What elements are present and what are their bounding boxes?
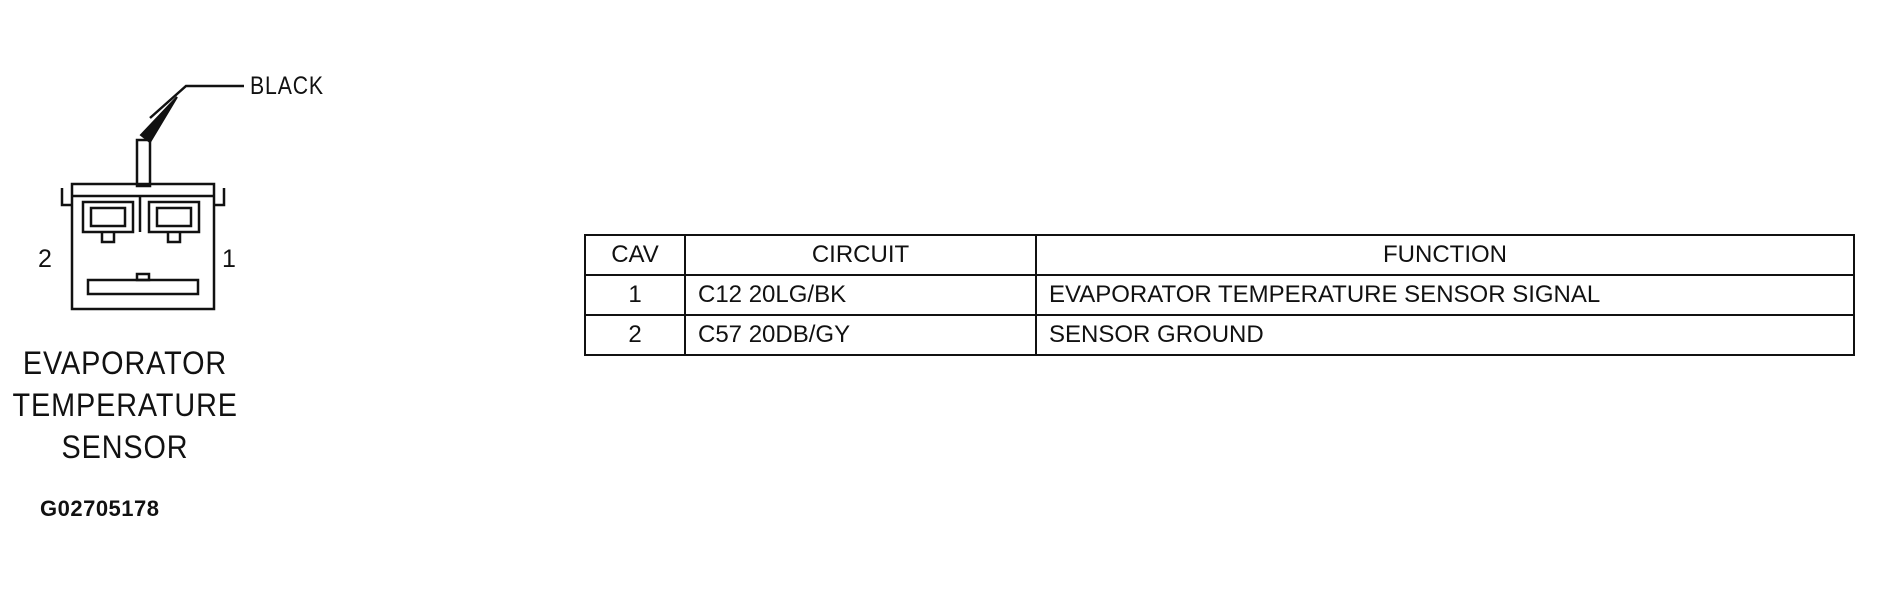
cell-circuit: C57 20DB/GY	[684, 314, 1037, 356]
cell-function: SENSOR GROUND	[1035, 314, 1855, 356]
wire-arrowhead	[139, 96, 178, 144]
table-row: 2 C57 20DB/GY SENSOR GROUND	[584, 314, 1855, 356]
figure-code: G02705178	[40, 496, 160, 521]
cell-cav: 1	[584, 274, 686, 316]
sensor-name: EVAPORATOR TEMPERATURE SENSOR	[0, 342, 250, 468]
wire-leader-line	[149, 84, 244, 119]
connector-body	[70, 182, 216, 311]
sensor-name-line: TEMPERATURE	[12, 387, 238, 423]
wire	[135, 138, 152, 188]
wire-color-label: BLACK	[250, 72, 324, 100]
cell-cav: 2	[584, 314, 686, 356]
header-cav: CAV	[584, 234, 686, 276]
table-header-row: CAV CIRCUIT FUNCTION	[584, 234, 1855, 276]
cell-circuit: C12 20LG/BK	[684, 274, 1037, 316]
header-function: FUNCTION	[1035, 234, 1855, 276]
sensor-name-line: SENSOR	[61, 429, 189, 465]
table-row: 1 C12 20LG/BK EVAPORATOR TEMPERATURE SEN…	[584, 274, 1855, 316]
terminal-cavity-2	[81, 200, 135, 234]
pin-2-label: 2	[38, 245, 52, 273]
pin-1-label: 1	[222, 245, 236, 273]
terminal-cavity-1	[147, 200, 201, 234]
locking-bar	[86, 278, 200, 296]
sensor-name-line: EVAPORATOR	[22, 345, 228, 381]
connector-drawing	[60, 84, 244, 311]
header-circuit: CIRCUIT	[684, 234, 1037, 276]
cell-function: EVAPORATOR TEMPERATURE SENSOR SIGNAL	[1035, 274, 1855, 316]
pinout-table: CAV CIRCUIT FUNCTION 1 C12 20LG/BK EVAPO…	[584, 234, 1855, 356]
